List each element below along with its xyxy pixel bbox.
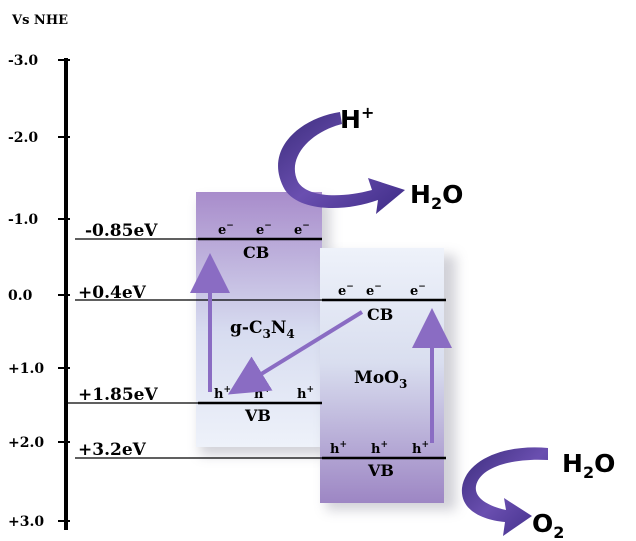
hole: h+ — [371, 440, 388, 457]
tick-label: +1.0 — [8, 361, 44, 377]
hole: h+ — [412, 440, 429, 457]
axis-title: Vs NHE — [11, 13, 68, 28]
moo3-cb-label: CB — [367, 305, 393, 324]
tick-label: 0.0 — [8, 288, 33, 304]
h2o-product-label: H2O — [410, 180, 463, 213]
gcn-cb-label: CB — [243, 243, 269, 262]
tick-label: -2.0 — [8, 130, 38, 146]
tick-label: -3.0 — [8, 53, 38, 69]
level-label-gcn-cb: -0.85eV — [85, 221, 158, 241]
electron: e− — [366, 282, 382, 299]
hole: h+ — [214, 385, 231, 402]
moo3-holes: h+ h+ h+ — [330, 440, 429, 457]
moo3-band — [320, 248, 444, 503]
gcn-name: g-C3N4 — [230, 318, 295, 341]
axis-ticks: -3.0 -2.0 -1.0 0.0 +1.0 +2.0 +3.0 — [8, 53, 70, 530]
tick-label: -1.0 — [8, 212, 38, 228]
hole: h+ — [330, 440, 347, 457]
tick-label: +3.0 — [8, 514, 44, 530]
reduction-curved-arrow — [278, 112, 405, 214]
electron: e− — [338, 282, 354, 299]
tick-label: +2.0 — [8, 435, 44, 451]
electron: e− — [294, 221, 310, 238]
o2-label: O2 — [532, 509, 564, 541]
h2o-reactant-label: H2O — [562, 449, 615, 482]
gcn-electrons: e− e− e− — [218, 221, 310, 238]
moo3-name: MoO3 — [354, 368, 407, 391]
gcn-vb-label: VB — [244, 406, 271, 425]
electron: e− — [218, 221, 234, 238]
level-label-gcn-vb: +1.85eV — [78, 385, 158, 405]
moo3-vb-label: VB — [367, 461, 394, 480]
level-label-moo3-cb: +0.4eV — [78, 283, 147, 303]
hole: h+ — [297, 385, 314, 402]
h-plus-label: H+ — [340, 103, 374, 134]
electron-transfer-arrow — [227, 310, 364, 395]
electron: e− — [410, 282, 426, 299]
moo3-electrons: e− e− e− — [338, 282, 426, 299]
electron: e− — [256, 221, 272, 238]
gcn-band — [196, 192, 322, 447]
oxidation-curved-arrow — [461, 447, 548, 536]
level-label-moo3-vb: +3.2eV — [78, 440, 147, 460]
